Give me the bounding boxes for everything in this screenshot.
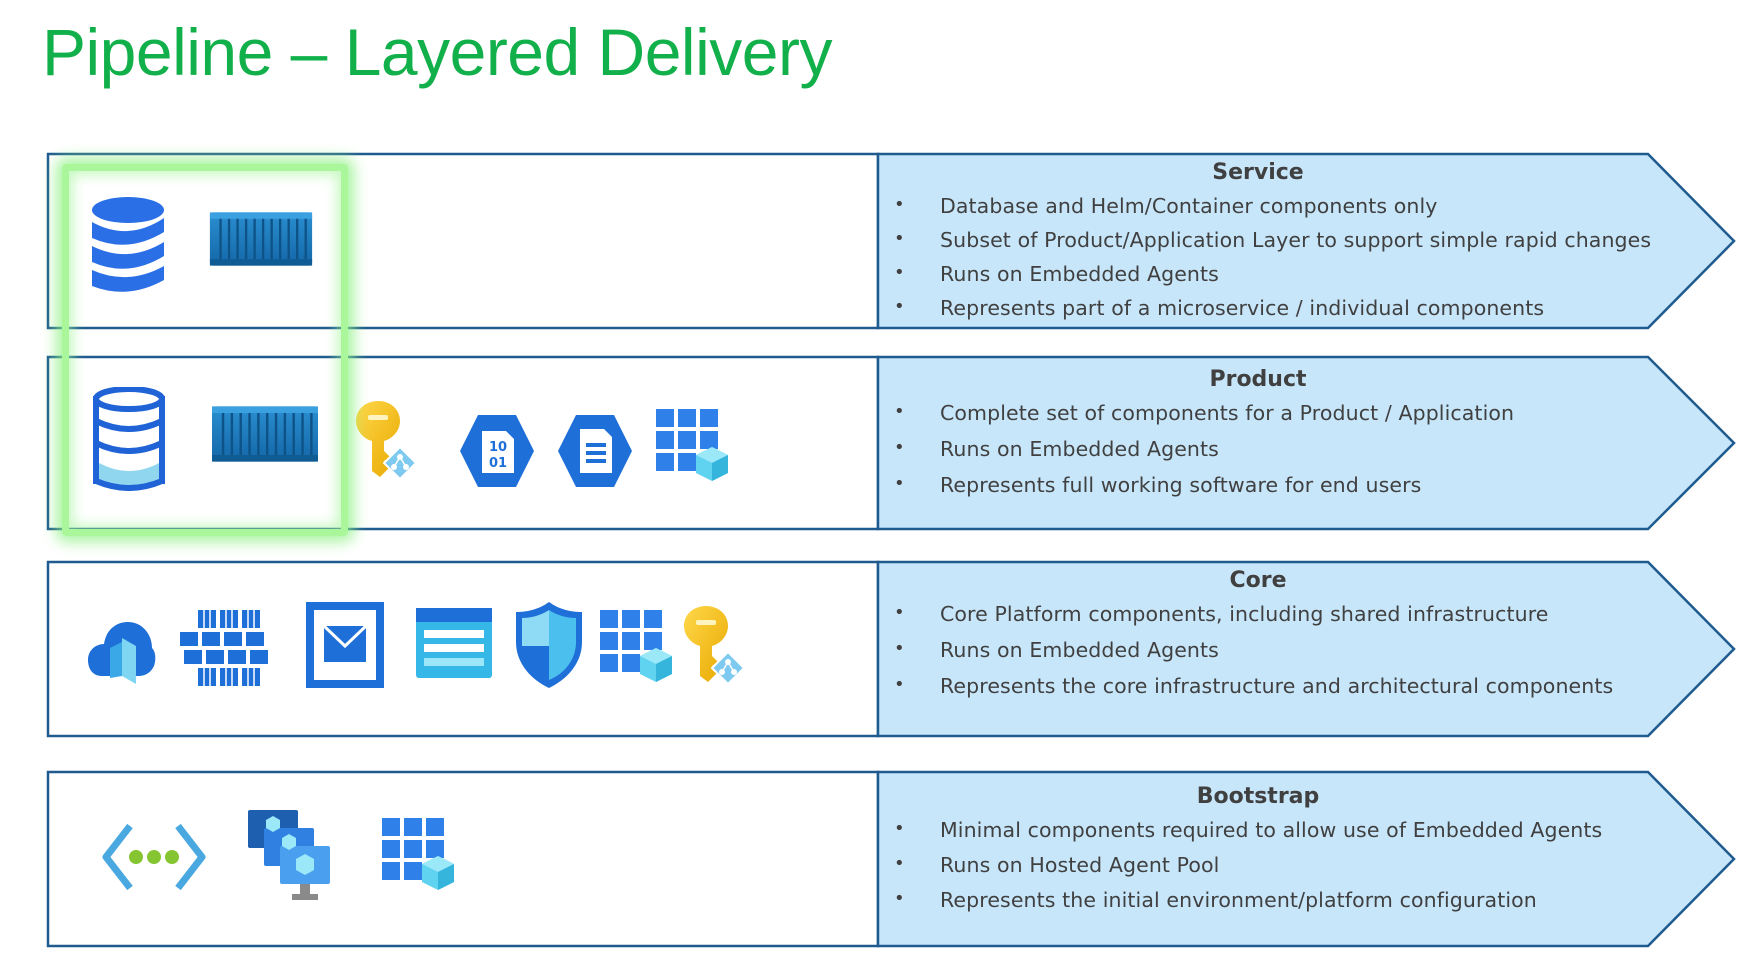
list-item: Represents part of a microservice / indi… [878, 296, 1651, 330]
layer-title: Service [1212, 160, 1304, 185]
sql-database-icon [93, 387, 165, 491]
security-shield-icon [516, 602, 582, 688]
binary-file-hexagon-icon: 10 01 [460, 415, 534, 487]
svg-text:10: 10 [489, 440, 507, 455]
list-item: Runs on Hosted Agent Pool [878, 853, 1602, 888]
page-title: Pipeline – Layered Delivery [42, 15, 832, 89]
list-item: Minimal components required to allow use… [878, 818, 1602, 853]
resource-grid-icon [382, 818, 454, 890]
key-vault-key-icon [684, 606, 745, 685]
list-item: Complete set of components for a Product… [878, 401, 1514, 437]
storage-account-icon [416, 608, 492, 678]
layer-title: Product [1209, 367, 1307, 392]
list-item: Represents the core infrastructure and a… [878, 674, 1613, 710]
email-service-icon [306, 602, 384, 688]
bullet-list: Minimal components required to allow use… [878, 818, 1602, 923]
list-item: Runs on Embedded Agents [878, 262, 1651, 296]
list-item: Runs on Embedded Agents [878, 638, 1613, 674]
list-item: Represents the initial environment/platf… [878, 888, 1602, 923]
svg-text:01: 01 [489, 456, 507, 471]
list-item: Represents full working software for end… [878, 473, 1514, 509]
layer-core: Core Core Platform components, including… [46, 560, 1738, 738]
list-item: Subset of Product/Application Layer to s… [878, 228, 1651, 262]
document-hexagon-icon [558, 415, 632, 487]
highlight-frame [62, 164, 348, 536]
layer-product: 10 01 Product Complete set of components… [46, 355, 1738, 531]
bullet-list: Core Platform components, including shar… [878, 602, 1613, 710]
virtual-network-icon [102, 823, 206, 891]
resource-grid-icon [656, 409, 728, 481]
bullet-list: Complete set of components for a Product… [878, 401, 1514, 509]
layer-bootstrap: Bootstrap Minimal components required to… [46, 770, 1738, 948]
layer-service: Service Database and Helm/Container comp… [46, 152, 1738, 330]
virtual-machines-icon [248, 810, 330, 900]
list-item: Core Platform components, including shar… [878, 602, 1613, 638]
resource-grid-icon [600, 610, 672, 682]
kubernetes-cluster-icon [180, 610, 268, 686]
cloud-icon [88, 622, 156, 684]
database-stripes-icon [92, 197, 164, 292]
layer-title: Bootstrap [1196, 784, 1320, 809]
bullet-list: Database and Helm/Container components o… [878, 194, 1651, 330]
list-item: Runs on Embedded Agents [878, 437, 1514, 473]
key-vault-key-icon [356, 401, 417, 480]
layer-title: Core [1229, 568, 1287, 593]
list-item: Database and Helm/Container components o… [878, 194, 1651, 228]
